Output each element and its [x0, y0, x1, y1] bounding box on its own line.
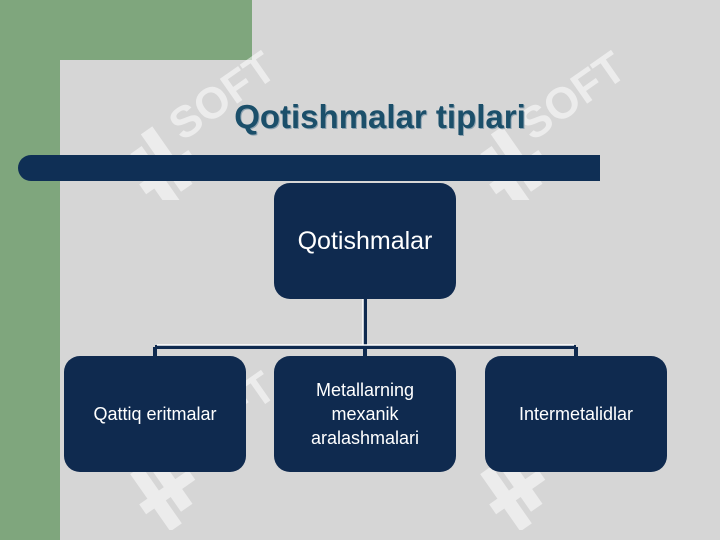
slide-title: Qotishmalar tiplari — [234, 98, 526, 135]
child-node-label: Metallarning mexanik aralashmalari — [310, 380, 420, 448]
top-green-band — [0, 0, 252, 60]
child-node-label: Intermetalidlar — [518, 404, 634, 424]
root-node: Qotishmalar — [274, 183, 456, 299]
left-green-band — [0, 0, 60, 540]
child-node-qattiq-eritmalar: Qattiq eritmalar — [64, 356, 246, 472]
title-underline-bar — [18, 155, 600, 181]
root-node-label: Qotishmalar — [297, 226, 433, 255]
child-node-label: Qattiq eritmalar — [93, 404, 217, 424]
child-node-mexanik-aralashmalar: Metallarning mexanik aralashmalari — [274, 356, 456, 472]
child-node-intermetalidlar: Intermetalidlar — [485, 356, 667, 472]
